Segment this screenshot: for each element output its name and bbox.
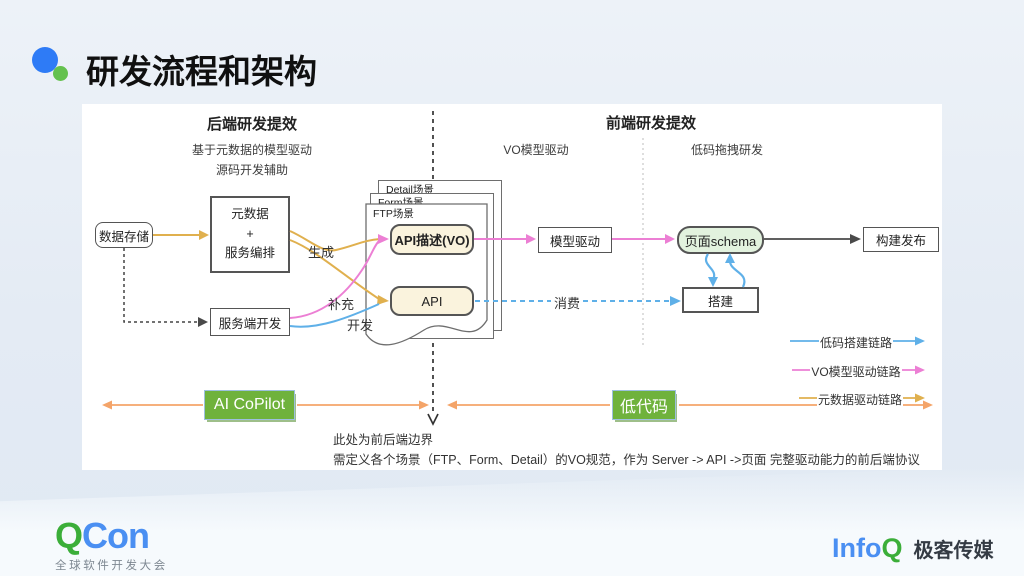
node-metadata-line2: + [246,226,254,241]
node-page-schema: 页面schema [677,226,764,254]
node-assemble: 搭建 [682,287,759,313]
note-boundary: 此处为前后端边界 [333,433,434,447]
qcon-logo-text: QCon [55,518,168,554]
node-api: API [390,286,474,316]
card-ftp-label: FTP场景 [373,208,414,220]
edge-label-consume: 消费 [551,293,584,312]
qcon-q: Q [55,515,83,556]
node-metadata-orchestration: 元数据 + 服务编排 [210,196,290,273]
edge-label-develop: 开发 [347,318,374,333]
node-metadata-line1: 元数据 [231,207,269,222]
frontend-subtitle-right: 低码拖拽研发 [690,143,763,157]
frontend-subtitle-left: VO模型驱动 [503,143,569,157]
backend-subtitle-2: 源码开发辅助 [215,163,288,177]
note-vo-spec: 需定义各个场景（FTP、Form、Detail）的VO规范，作为 Server … [333,453,920,467]
legend-item-lowcode: 低码搭建链路 [788,334,924,351]
edge-label-supplement: 补充 [328,297,355,312]
infoq-q: Q [881,533,903,563]
edge-label-generate: 生成 [308,245,335,260]
legend-item-metadata-label: 元数据驱动链路 [816,393,903,407]
legend-item-lowcode-label: 低码搭建链路 [818,336,893,350]
backend-section-title: 后端研发提效 [206,116,297,133]
qcon-con: Con [82,515,150,556]
node-build-publish: 构建发布 [863,227,939,252]
legend-item-vomodel-label: VO模型驱动链路 [810,365,902,379]
low-code-badge: 低代码 [612,390,676,420]
node-model-driven: 模型驱动 [538,227,612,253]
qcon-subtitle: 全球软件开发大会 [55,560,168,572]
node-data-store: 数据存储 [95,222,153,248]
node-api-description-vo: API描述(VO) [390,224,474,255]
page-title: 研发流程和架构 [86,53,317,90]
node-server-dev: 服务端开发 [210,308,290,336]
qcon-logo: QCon 全球软件开发大会 [55,518,168,573]
ai-copilot-badge: AI CoPilot [204,390,295,420]
node-metadata-line3: 服务编排 [224,246,275,261]
title-dot-green-icon [53,66,68,81]
legend-item-metadata: 元数据驱动链路 [792,391,928,408]
frontend-section-title: 前端研发提效 [605,115,696,132]
infoq-info: Info [832,533,882,563]
legend-item-vomodel: VO模型驱动链路 [788,363,924,380]
backend-subtitle-1: 基于元数据的模型驱动 [191,143,312,157]
infoq-media-label: 极客传媒 [913,540,994,562]
